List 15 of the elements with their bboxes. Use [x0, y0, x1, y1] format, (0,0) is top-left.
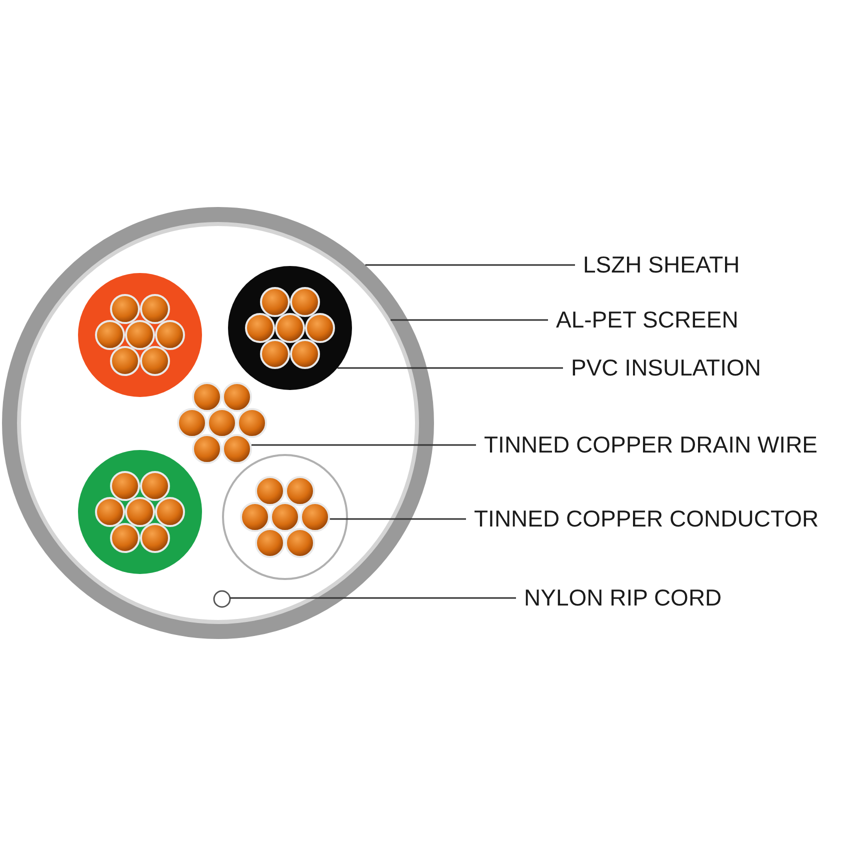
leader-line: [251, 444, 476, 446]
leader-line: [365, 264, 575, 266]
part-label: PVC INSULATION: [571, 356, 761, 380]
conductor-strand: [300, 502, 330, 532]
part-label: AL-PET SCREEN: [556, 308, 738, 332]
part-label: TINNED COPPER CONDUCTOR: [474, 508, 819, 530]
leader-line: [337, 367, 563, 369]
part-label: NYLON RIP CORD: [524, 586, 722, 610]
rip-cord: [213, 590, 231, 608]
leader-line: [330, 518, 466, 520]
part-label: TINNED COPPER DRAIN WIRE: [484, 434, 818, 456]
leader-line: [230, 597, 516, 599]
leader-line: [390, 319, 548, 321]
conductor-strand: [222, 434, 252, 464]
part-label: LSZH SHEATH: [583, 254, 740, 276]
